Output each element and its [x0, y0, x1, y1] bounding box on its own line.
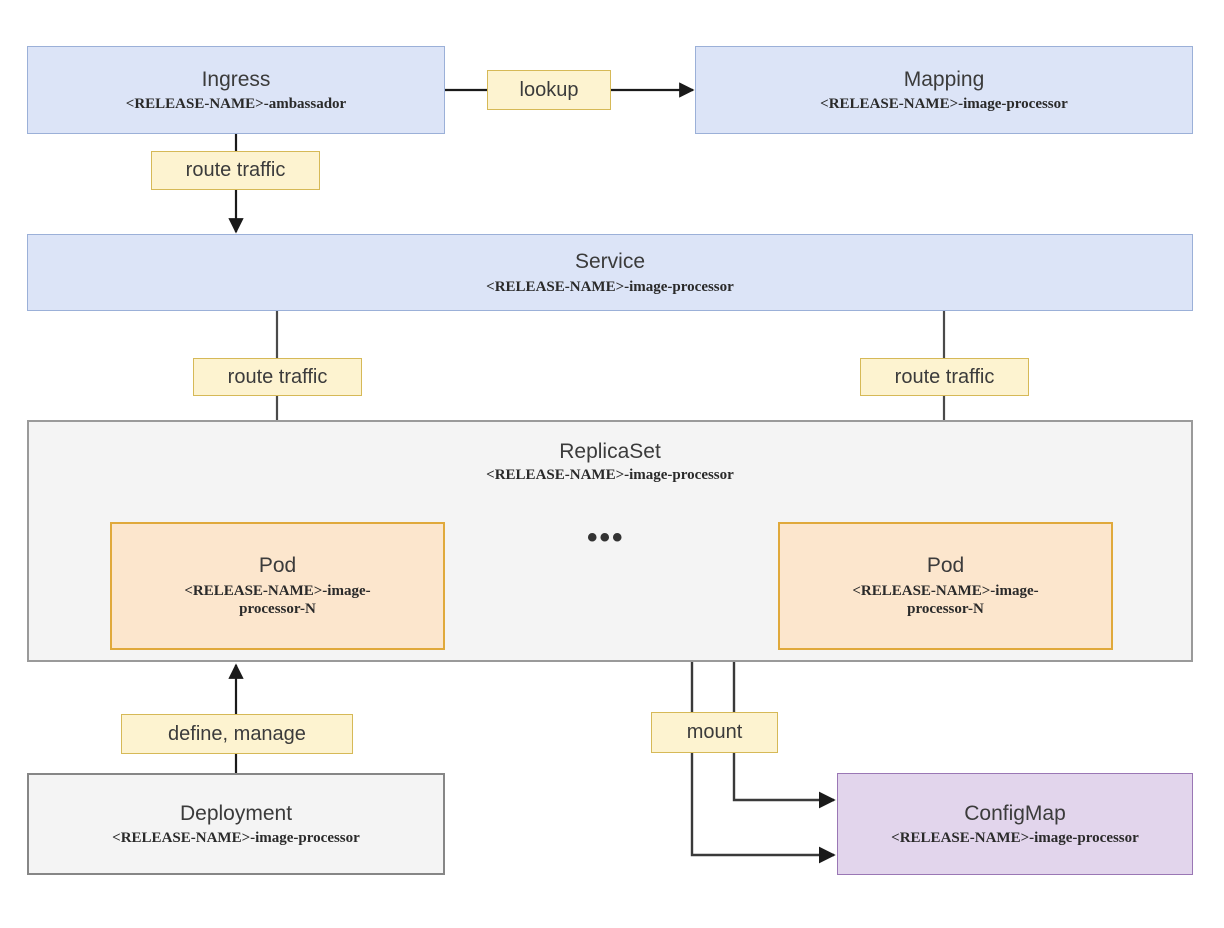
pod-right-name: <RELEASE-NAME>-image-processor-N: [852, 583, 1039, 618]
service-kind: Service: [574, 250, 646, 274]
deployment-kind: Deployment: [179, 801, 293, 825]
mapping-name: <RELEASE-NAME>-image-processor: [820, 96, 1068, 113]
edge-label-route-traffic-left[interactable]: route traffic: [193, 358, 362, 396]
replicaset-caption: ReplicaSet <RELEASE-NAME>-image-processo…: [29, 440, 1191, 484]
node-configmap[interactable]: ConfigMap <RELEASE-NAME>-image-processor: [837, 773, 1193, 875]
edge-label-mount[interactable]: mount: [651, 712, 778, 753]
edge-label-mount-text: mount: [686, 721, 743, 743]
ingress-name: <RELEASE-NAME>-ambassador: [125, 96, 347, 113]
replicaset-kind: ReplicaSet: [559, 440, 661, 463]
pod-left-kind: Pod: [258, 554, 297, 578]
configmap-name: <RELEASE-NAME>-image-processor: [891, 830, 1139, 847]
edge-label-lookup[interactable]: lookup: [487, 70, 611, 110]
node-ingress[interactable]: Ingress <RELEASE-NAME>-ambassador: [27, 46, 445, 134]
pods-ellipsis-indicator: •••: [587, 521, 625, 554]
replicaset-name: <RELEASE-NAME>-image-processor: [486, 467, 734, 483]
node-pod-left[interactable]: Pod <RELEASE-NAME>-image-processor-N: [110, 522, 445, 650]
edge-label-route-traffic-ingress-text: route traffic: [185, 159, 286, 181]
edge-label-route-traffic-right-text: route traffic: [894, 365, 995, 388]
node-deployment[interactable]: Deployment <RELEASE-NAME>-image-processo…: [27, 773, 445, 875]
node-service[interactable]: Service <RELEASE-NAME>-image-processor: [27, 234, 1193, 311]
edge-label-route-traffic-ingress[interactable]: route traffic: [151, 151, 320, 190]
edge-label-lookup-text: lookup: [519, 78, 579, 101]
ingress-kind: Ingress: [201, 67, 271, 91]
edge-label-route-traffic-left-text: route traffic: [227, 365, 328, 388]
deployment-name: <RELEASE-NAME>-image-processor: [112, 830, 360, 847]
pod-left-name: <RELEASE-NAME>-image-processor-N: [184, 583, 371, 618]
pod-right-kind: Pod: [926, 554, 965, 578]
mapping-kind: Mapping: [903, 67, 985, 91]
service-name: <RELEASE-NAME>-image-processor: [486, 278, 734, 295]
node-mapping[interactable]: Mapping <RELEASE-NAME>-image-processor: [695, 46, 1193, 134]
configmap-kind: ConfigMap: [964, 801, 1066, 825]
node-pod-right[interactable]: Pod <RELEASE-NAME>-image-processor-N: [778, 522, 1113, 650]
edge-label-define-manage-text: define, manage: [168, 722, 306, 745]
edge-label-route-traffic-right[interactable]: route traffic: [860, 358, 1029, 396]
edge-label-define-manage[interactable]: define, manage: [121, 714, 353, 754]
